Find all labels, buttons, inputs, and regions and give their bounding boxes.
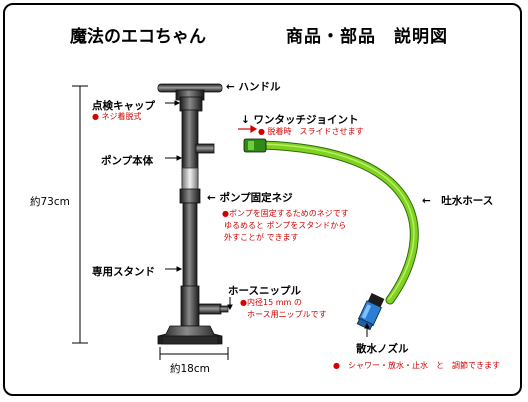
pump-fix-screw-note-2: ゆるめると ポンプをスタンドから [224,221,347,230]
inspection-cap-label: 点検キャップ [92,100,155,112]
width-measurement: 約18cm [170,363,210,375]
pointer-arrows [165,100,370,337]
diagram-subtitle: 商品・部品 説明図 [286,27,448,47]
spray-nozzle-note: ● シャワー・放水・止水 と 調節できます [333,361,500,370]
inspection-cap-note: ● ネジ着脱式 [92,112,142,121]
stand-pipe [182,202,198,288]
discharge-hose-label: ← 吐水ホース [422,195,494,207]
handle-label: ← ハンドル [226,81,281,93]
height-measurement: 約73cm [30,196,70,208]
width-dimension [159,347,229,360]
dedicated-stand-label: 専用スタンド [92,266,155,278]
spray-nozzle-label: 散水ノズル [356,343,409,355]
inspection-cap [179,96,203,112]
product-title: 魔法のエコちゃん [70,27,206,47]
pump-fix-screw-label: ← ポンプ固定ネジ [207,192,293,204]
one-touch-joint [243,138,267,153]
one-touch-joint-note: ● 脱着時 スライドさせます [258,127,364,136]
joint-slide-arrow [238,124,258,134]
hose-nipple [198,303,222,315]
hose-nipple-label: ホースニップル [228,285,301,297]
pump-clear-section [181,167,199,191]
height-dimension [72,85,88,344]
one-touch-joint-label: ↓ ワンタッチジョイント [241,114,359,126]
pump-fix-screw-note-1: ●ポンプを固定するためのネジです [222,209,349,218]
hose-nipple-note-2: ホース用ニップルです [247,310,327,319]
pump-fix-screw-collar [179,188,201,204]
diagram-frame [3,3,522,396]
pump-outlet [195,143,215,154]
hose-nipple-note-1: ●内径15 mm の [240,298,302,307]
spray-nozzle [356,293,385,331]
pump-fix-screw-note-3: 外すことが できます [224,233,299,242]
pump-body-label: ポンプ本体 [101,155,154,167]
